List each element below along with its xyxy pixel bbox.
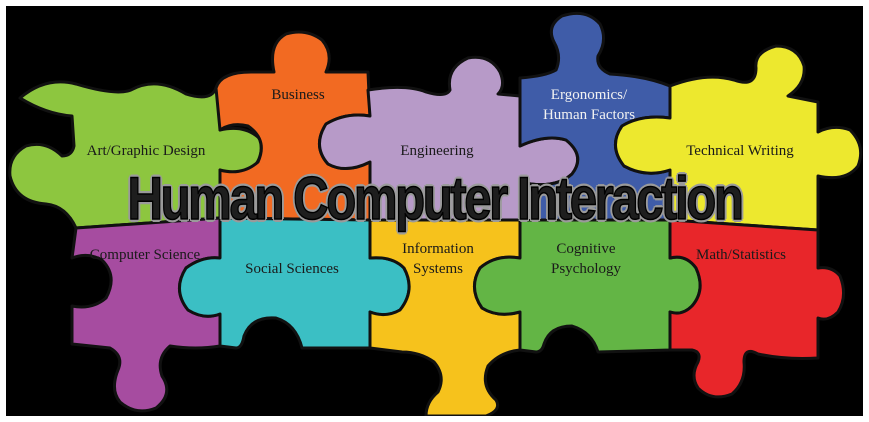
label-art: Art/Graphic Design — [86, 143, 206, 159]
label-ergonomics: Ergonomics/ Human Factors — [542, 87, 636, 123]
label-cognitive-psychology: Cognitive Psychology — [550, 241, 622, 277]
label-information-systems: Information Systems — [402, 241, 474, 277]
puzzle-canvas: Art/Graphic Design Business Engineering … — [6, 6, 863, 416]
puzzle-diagram — [8, 11, 863, 416]
label-computer-science: Computer Science — [89, 247, 201, 263]
label-business: Business — [271, 87, 325, 103]
label-technical-writing: Technical Writing — [686, 143, 794, 159]
diagram-title: Human Computer Interaction — [127, 164, 745, 233]
label-engineering: Engineering — [400, 143, 474, 159]
label-math-statistics: Math/Statistics — [696, 247, 786, 263]
puzzle-piece-math-statistics — [668, 218, 845, 399]
puzzle-piece-ergonomics — [518, 11, 672, 222]
label-social-sciences: Social Sciences — [245, 261, 339, 277]
puzzle-piece-technical-writing — [614, 44, 863, 232]
